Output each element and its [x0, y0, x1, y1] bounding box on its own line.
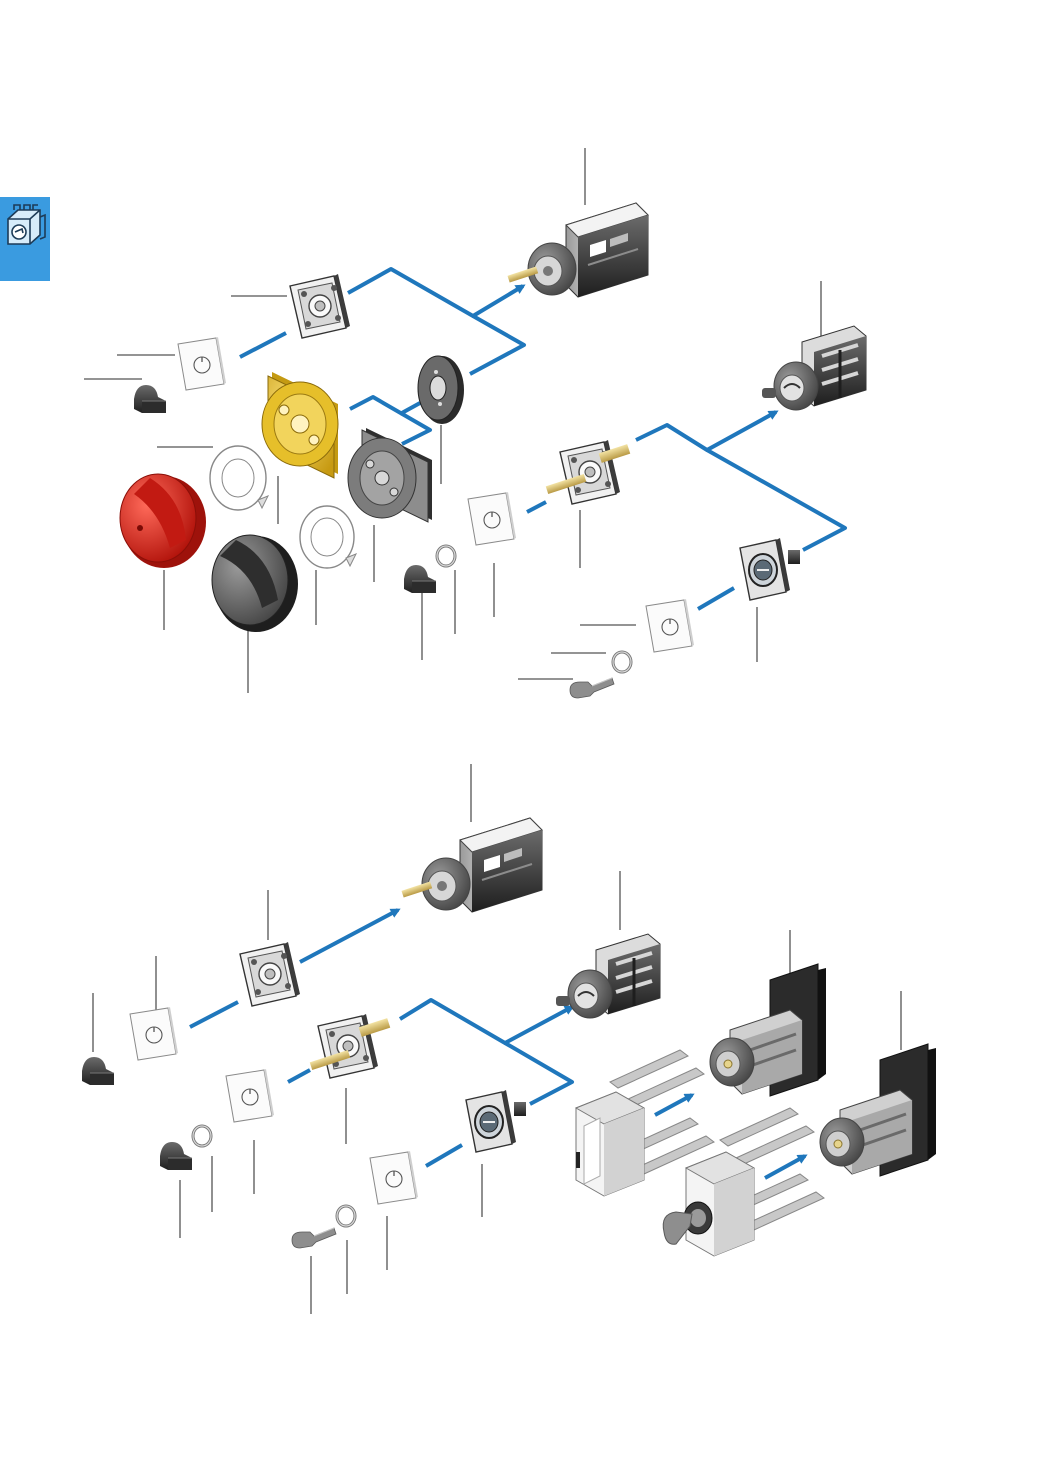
upper-leader-lines — [84, 148, 822, 693]
grey-mounting-plate — [347, 428, 432, 523]
switch-body — [506, 202, 649, 298]
side-tab — [0, 197, 50, 281]
small-switch-body — [554, 932, 662, 1020]
lower-assembly — [81, 764, 938, 1314]
mounting-disc — [417, 355, 464, 424]
key-switch — [465, 1089, 527, 1153]
front-plate — [467, 491, 517, 546]
lower-leader-lines — [92, 764, 902, 1314]
connector-line — [696, 586, 736, 611]
lock-ring — [335, 1204, 357, 1228]
indicator-ring — [299, 505, 358, 569]
upper-connectors — [239, 267, 847, 611]
front-plate — [225, 1068, 275, 1123]
rear-switch-body — [708, 962, 828, 1098]
connector-line — [654, 1093, 695, 1117]
rear-switch-body — [818, 1042, 938, 1178]
red-handle — [119, 473, 206, 568]
panel-switch — [545, 439, 631, 505]
upper-assembly — [84, 148, 868, 699]
connector-line — [764, 1154, 808, 1180]
key — [291, 1227, 337, 1249]
lock-ring — [611, 650, 633, 674]
key — [569, 677, 615, 699]
actuator-module — [574, 1049, 715, 1197]
connector-line — [469, 314, 526, 376]
front-plate — [369, 1150, 419, 1205]
connector-line — [347, 267, 526, 318]
panel-switch-2 — [309, 1013, 391, 1079]
front-plate — [645, 598, 695, 653]
front-plate — [177, 336, 227, 391]
connector-line — [526, 500, 547, 514]
padlock-handle — [133, 384, 167, 414]
black-handle — [211, 534, 298, 632]
connector-line — [424, 1143, 464, 1168]
connector-line — [635, 410, 779, 452]
lock-ring — [191, 1124, 213, 1148]
lower-connectors — [189, 908, 808, 1180]
key-switch — [739, 537, 801, 601]
rotary-switch-icon — [7, 204, 46, 245]
connector-line — [299, 908, 401, 964]
connector-line — [239, 331, 287, 359]
front-mounting-plate — [289, 273, 351, 339]
connector-line — [706, 448, 847, 552]
connector-line — [287, 1068, 311, 1084]
front-plate — [129, 1006, 179, 1061]
connector-line — [399, 401, 421, 416]
connector-line — [189, 1000, 239, 1029]
connector-line — [398, 998, 575, 1045]
padlock-handle — [403, 564, 437, 594]
connector-line — [503, 1041, 574, 1106]
indicator-ring — [209, 445, 270, 511]
yellow-locking-plate — [261, 372, 339, 479]
padlock-handle — [159, 1141, 193, 1171]
mounting-plate — [317, 1013, 379, 1079]
padlock-handle — [81, 1056, 115, 1086]
lock-ring — [435, 544, 457, 568]
switch-body — [400, 817, 543, 913]
key-module — [662, 1107, 825, 1257]
front-mounting-plate — [239, 941, 301, 1007]
small-switch-body — [760, 324, 868, 412]
